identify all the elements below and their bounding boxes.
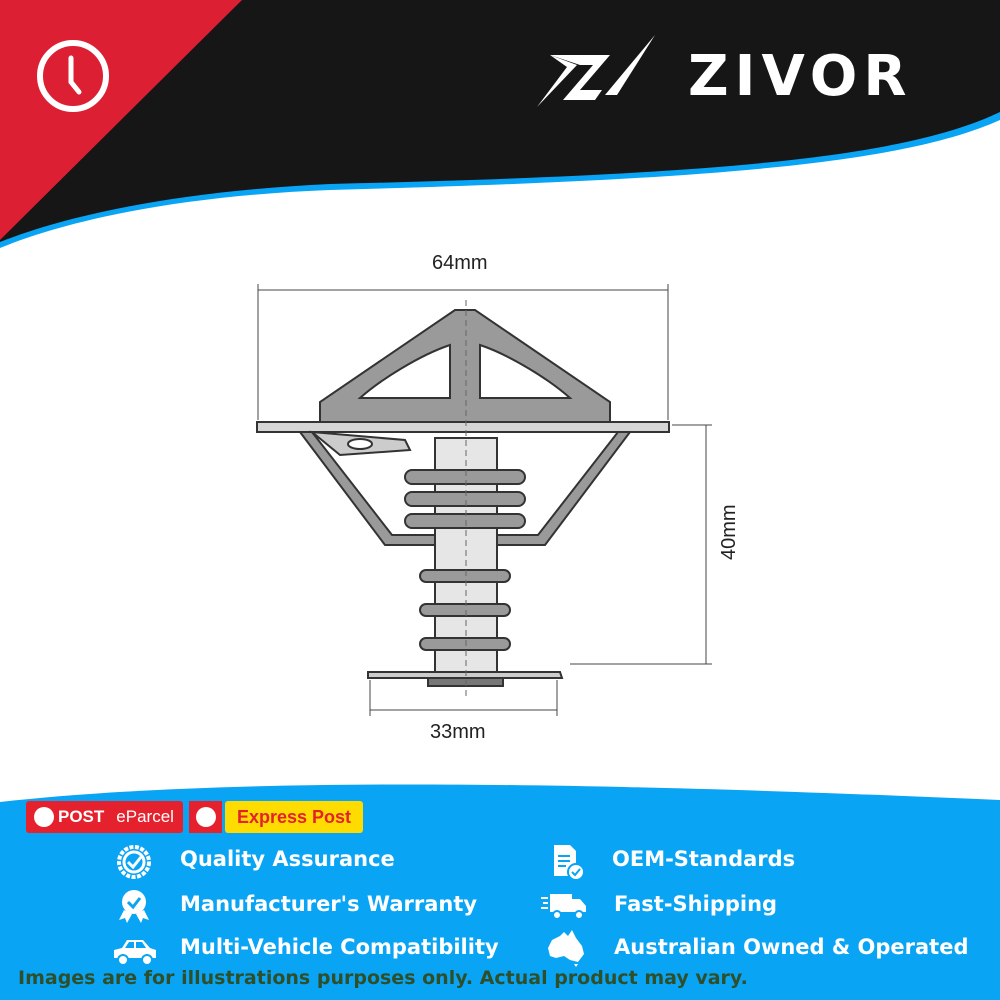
disclaimer-text: Images are for illustrations purposes on… [18,967,748,989]
dimension-width-bottom: 33mm [430,721,486,743]
thermostat-diagram [256,284,712,716]
feature-label: Multi-Vehicle Compatibility [180,935,499,959]
australia-map-icon [548,930,584,967]
dimension-width-top: 64mm [432,252,488,274]
eparcel-label: eParcel [116,807,174,826]
feature-label: Quality Assurance [180,847,395,871]
zivor-logo-mark-icon [537,35,655,107]
feature-label: Australian Owned & Operated [614,935,969,959]
car-icon [114,940,156,966]
feature-item [110,930,158,974]
feature-item [546,928,586,972]
feature-item [546,842,586,886]
auspost-logo-icon [34,807,54,827]
clock-icon [37,40,109,112]
feature-item [540,886,588,930]
feature-item [114,886,154,930]
award-ribbon-icon [119,890,149,923]
express-post-badge: Express Post [225,801,363,833]
feature-label: Manufacturer's Warranty [180,892,478,916]
badge-check-icon [117,845,151,879]
delivery-truck-icon [541,894,586,920]
dimension-height: 40mm [718,504,740,560]
auspost-eparcel-badge: POST eParcel [26,801,183,833]
auspost-label: POST [58,807,105,826]
feature-label: OEM-Standards [612,847,796,871]
brand-name: ZIVOR [688,44,913,109]
feature-label: Fast-Shipping [614,892,778,916]
feature-item [114,842,154,886]
auspost-logo-icon [189,801,222,833]
document-check-icon [554,845,585,881]
